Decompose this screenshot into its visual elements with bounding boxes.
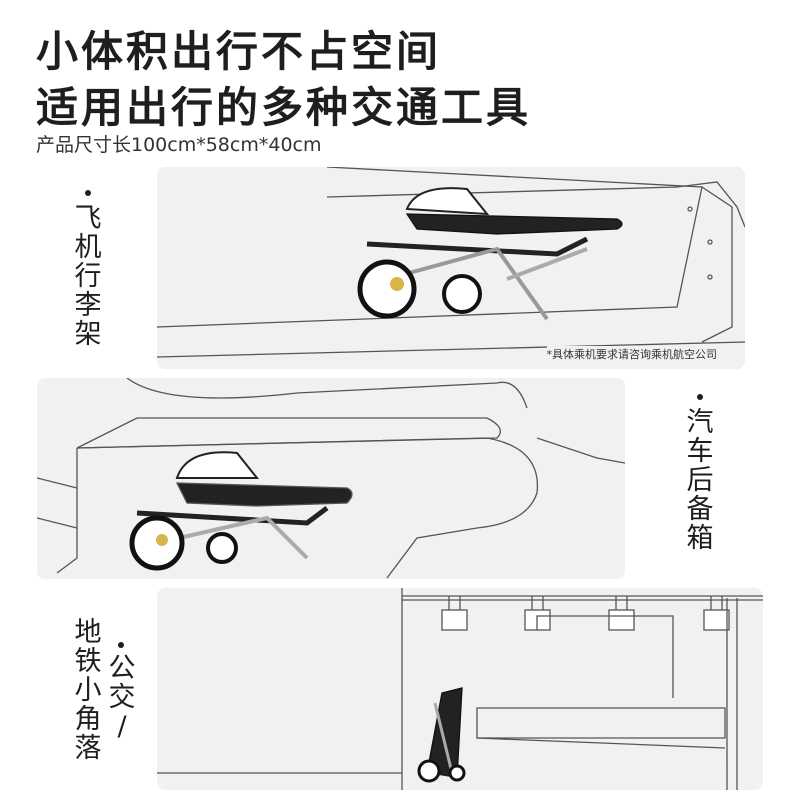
subway-illustration — [157, 588, 763, 790]
stroller-folded-icon — [417, 687, 466, 783]
scene-subway-bus — [157, 588, 763, 790]
scene-label-airplane: 飞机行李架 — [74, 203, 102, 350]
bullet-dot — [697, 394, 703, 400]
headline-line2: 适用出行的多种交通工具 — [36, 83, 532, 132]
stroller-icon — [129, 451, 353, 571]
stroller-icon — [357, 187, 623, 321]
bullet-dot — [85, 190, 91, 196]
scene-airplane-bin: *具体乘机要求请咨询乘机航空公司 — [157, 167, 745, 369]
scene-label-bus: 公交/ — [108, 653, 136, 742]
product-size: 产品尺寸长100cm*58cm*40cm — [36, 134, 322, 156]
scene-label-car: 汽车后备箱 — [686, 407, 714, 554]
scene-label-subway: 地铁小角落 — [74, 617, 102, 764]
airplane-bin-illustration — [157, 167, 745, 358]
boarding-note: *具体乘机要求请咨询乘机航空公司 — [546, 346, 717, 362]
car-trunk-illustration — [37, 378, 625, 579]
headline-line1: 小体积出行不占空间 — [36, 27, 442, 76]
bullet-dot — [118, 642, 124, 648]
scene-car-trunk — [37, 378, 625, 579]
